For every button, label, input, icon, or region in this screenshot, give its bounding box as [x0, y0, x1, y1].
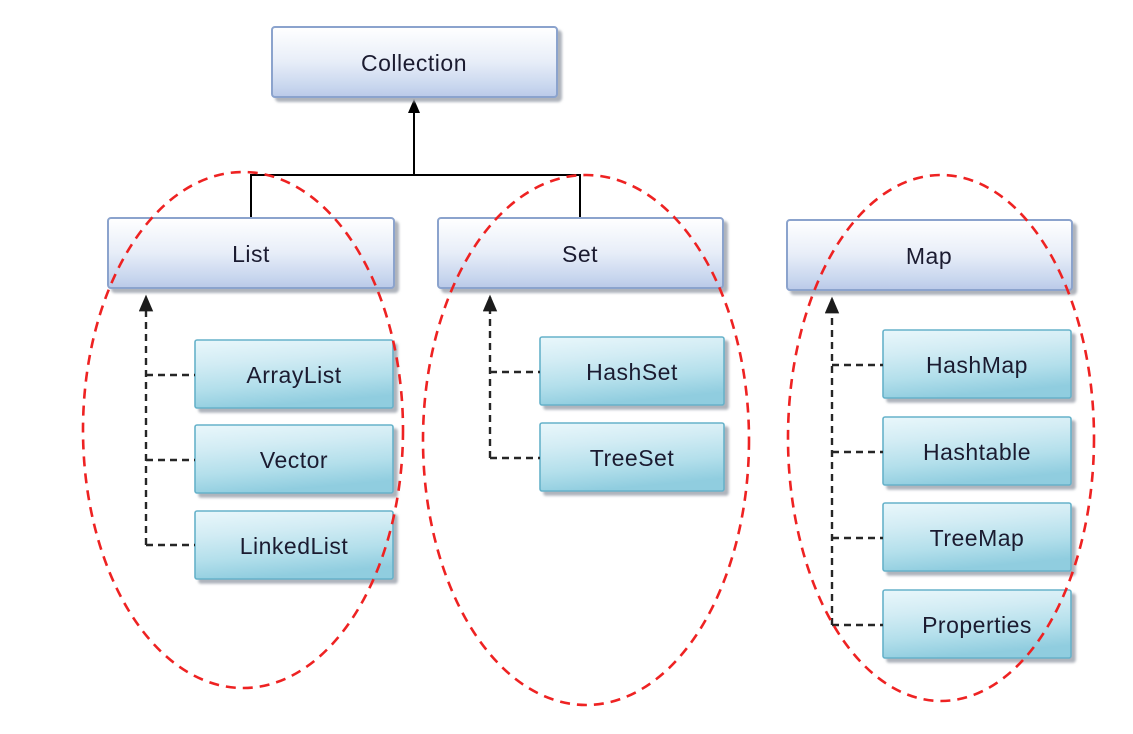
node-properties: Properties — [882, 589, 1072, 659]
node-hashset: HashSet — [539, 336, 725, 406]
treeset-label: TreeSet — [590, 445, 675, 471]
set-label: Set — [562, 241, 598, 267]
set-box — [437, 217, 724, 289]
node-treeset: TreeSet — [539, 422, 725, 492]
map-children-connector — [824, 296, 883, 627]
node-map: Map — [786, 219, 1073, 291]
list-box — [107, 217, 395, 289]
collection-box — [271, 26, 558, 98]
node-linkedlist: LinkedList — [194, 510, 394, 580]
node-list: List — [107, 217, 395, 289]
hashset-label: HashSet — [586, 359, 678, 385]
set-group-ellipse — [421, 173, 751, 707]
map-group-ellipse — [786, 173, 1096, 703]
map-box — [786, 219, 1073, 291]
node-arraylist: ArrayList — [194, 339, 394, 409]
collection-label: Collection — [361, 50, 467, 76]
linkedlist-label: LinkedList — [240, 533, 349, 559]
node-set: Set — [437, 217, 724, 289]
node-hashmap: HashMap — [882, 329, 1072, 399]
list-label: List — [232, 241, 270, 267]
hashtable-label: Hashtable — [923, 439, 1031, 465]
vector-label: Vector — [260, 447, 328, 473]
root-branch-connector — [250, 99, 581, 218]
node-vector: Vector — [194, 424, 394, 494]
node-treemap: TreeMap — [882, 502, 1072, 572]
hashmap-label: HashMap — [926, 352, 1028, 378]
node-hashtable: Hashtable — [882, 416, 1072, 486]
list-group-ellipse — [81, 170, 405, 690]
treemap-label: TreeMap — [930, 525, 1025, 551]
set-children-connector — [482, 294, 540, 460]
map-label: Map — [906, 243, 952, 269]
arraylist-label: ArrayList — [246, 362, 341, 388]
branch-line — [250, 174, 581, 218]
list-children-connector — [138, 294, 195, 547]
properties-label: Properties — [922, 612, 1032, 638]
node-collection: Collection — [271, 26, 558, 98]
